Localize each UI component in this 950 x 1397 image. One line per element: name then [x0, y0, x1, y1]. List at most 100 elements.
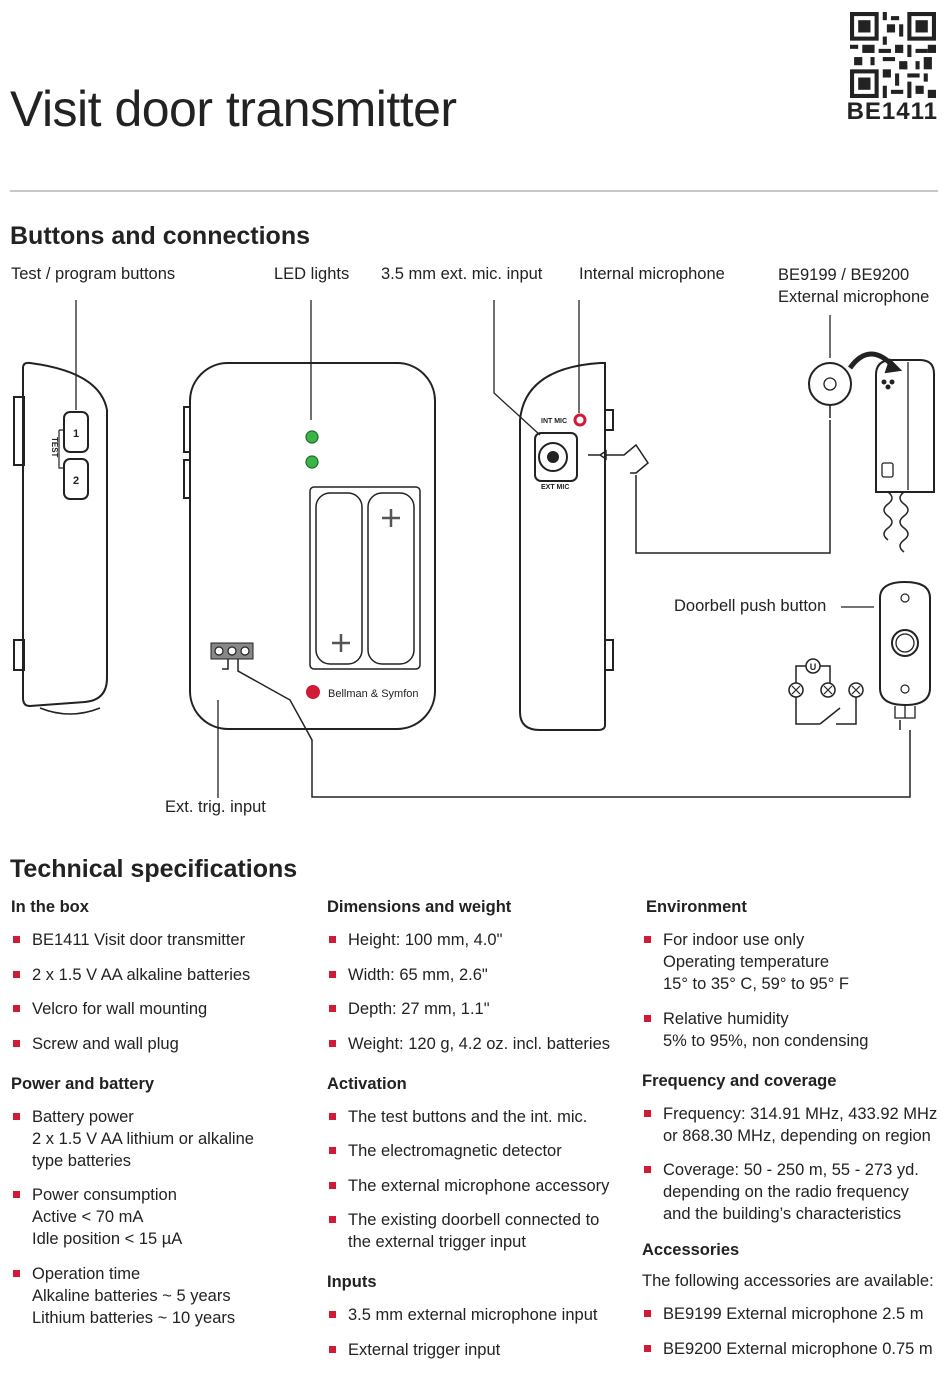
spec-line: Operating temperature — [663, 953, 830, 971]
spec-line: Depth: 27 mm, 1.1" — [348, 1000, 490, 1018]
spec-item: Frequency: 314.91 MHz, 433.92 MHz or 868.… — [642, 1103, 942, 1147]
doorbell-circuit — [788, 658, 864, 725]
right-side-view — [519, 362, 831, 731]
buttons-heading: Buttons and connections — [10, 222, 310, 250]
button-2-mark: 2 — [73, 475, 79, 487]
spec-line: Operation time — [32, 1264, 141, 1283]
frequency-list: Frequency: 314.91 MHz, 433.92 MHz or 868.… — [642, 1103, 942, 1226]
spec-line: 3.5 mm external microphone input — [348, 1306, 598, 1324]
brand-mark: Bellman & Symfon — [328, 688, 418, 700]
spec-line: The electromagnetic detector — [348, 1142, 562, 1160]
accessories-title: Accessories — [642, 1241, 740, 1259]
device-diagram: 1 2 TEST Bellman & Symfon INT MIC EXT MI… — [13, 300, 935, 798]
qr-code — [850, 12, 936, 98]
spec-item: 2 x 1.5 V AA alkaline batteries — [11, 964, 311, 986]
spec-line: type batteries — [32, 1151, 132, 1170]
activation-title: Activation — [327, 1074, 407, 1093]
spec-line: Height: 100 mm, 4.0" — [348, 931, 503, 949]
ext-mic-mark: EXT MIC — [541, 484, 569, 491]
spec-line: 2 x 1.5 V AA alkaline batteries — [32, 965, 251, 984]
power-list: Battery power 2 x 1.5 V AA lithium or alk… — [11, 1106, 311, 1329]
spec-line: the external trigger input — [348, 1233, 526, 1251]
inputs-title: Inputs — [327, 1273, 377, 1291]
label-doorbell: Doorbell push button — [674, 597, 827, 615]
frequency-title: Frequency and coverage — [642, 1071, 837, 1090]
spec-item: The existing doorbell connected to the ex… — [327, 1209, 627, 1253]
spec-line: and the building’s characteristics — [663, 1205, 902, 1223]
label-test-program: Test / program buttons — [11, 265, 176, 283]
spec-item: Depth: 27 mm, 1.1" — [327, 998, 627, 1020]
header-divider — [10, 190, 938, 192]
spec-item: BE1411 Visit door transmitter — [11, 929, 311, 951]
spec-item: The electromagnetic detector — [327, 1140, 627, 1162]
spec-line: The test buttons and the int. mic. — [348, 1107, 588, 1126]
spec-line: Power consumption — [32, 1186, 177, 1204]
int-mic-mark: INT MIC — [541, 418, 567, 425]
spec-line: 2 x 1.5 V AA lithium or alkaline — [32, 1129, 254, 1148]
specs-col-1: In the box BE1411 Visit door transmitter… — [11, 898, 311, 1343]
spec-item: BE9199 External microphone 2.5 m — [642, 1303, 942, 1325]
spec-line: External trigger input — [348, 1340, 501, 1359]
spec-line: Weight: 120 g, 4.2 oz. incl. batteries — [348, 1034, 611, 1053]
spec-line: Coverage: 50 - 250 m, 55 - 273 yd. — [663, 1161, 919, 1179]
specs-col-2: Dimensions and weight Height: 100 mm, 4.… — [327, 898, 627, 1375]
spec-line: or 868.30 MHz, depending on region — [663, 1126, 931, 1145]
spec-line: The external microphone accessory — [348, 1176, 610, 1195]
spec-line: Screw and wall plug — [32, 1034, 179, 1053]
specs-heading: Technical specifications — [10, 855, 298, 883]
label-external-mic-model: BE9199 / BE9200 — [778, 266, 910, 284]
spec-line: BE1411 Visit door transmitter — [32, 931, 246, 949]
label-led-lights: LED lights — [274, 265, 350, 283]
spec-line: Active < 70 mA — [32, 1208, 144, 1226]
page-title: Visit door transmitter — [10, 81, 457, 137]
power-title: Power and battery — [11, 1074, 155, 1093]
left-side-view — [13, 361, 108, 715]
test-mark: TEST — [50, 437, 59, 458]
spec-item: Weight: 120 g, 4.2 oz. incl. batteries — [327, 1033, 627, 1055]
spec-line: BE9199 External microphone 2.5 m — [663, 1305, 924, 1323]
spec-item: The test buttons and the int. mic. — [327, 1106, 627, 1128]
doorbell-button-drawing — [879, 580, 931, 719]
label-ext-mic-input: 3.5 mm ext. mic. input — [381, 265, 543, 283]
spec-line: depending on the radio frequency — [663, 1183, 909, 1201]
spec-item: Relative humidity 5% to 95%, non condensi… — [642, 1008, 942, 1052]
spec-item: Screw and wall plug — [11, 1033, 311, 1055]
spec-line: The existing doorbell connected to — [348, 1211, 600, 1229]
spec-item: Velcro for wall mounting — [11, 998, 311, 1020]
spec-line: Velcro for wall mounting — [32, 1000, 208, 1018]
spec-line: Frequency: 314.91 MHz, 433.92 MHz — [663, 1104, 938, 1123]
button-1-mark: 1 — [73, 428, 79, 440]
spec-line: 15° to 35° C, 59° to 95° F — [663, 975, 849, 993]
led-2 — [305, 455, 319, 469]
spec-line: 5% to 95%, non condensing — [663, 1031, 869, 1050]
activation-list: The test buttons and the int. mic. The el… — [327, 1106, 627, 1254]
spec-item: Height: 100 mm, 4.0" — [327, 929, 627, 951]
spec-line: Lithium batteries ~ 10 years — [32, 1308, 236, 1327]
spec-line: Alkaline batteries ~ 5 years — [32, 1286, 231, 1305]
external-microphone — [808, 351, 935, 553]
spec-item: The external microphone accessory — [327, 1175, 627, 1197]
label-ext-trig: Ext. trig. input — [165, 798, 266, 816]
dimensions-title: Dimensions and weight — [327, 898, 512, 916]
product-code: BE1411 — [846, 98, 938, 125]
label-internal-mic: Internal microphone — [579, 265, 725, 283]
spec-line: Battery power — [32, 1107, 134, 1126]
spec-item: Coverage: 50 - 250 m, 55 - 273 yd. depend… — [642, 1159, 942, 1225]
spec-item: BE9200 External microphone 0.75 m — [642, 1338, 942, 1360]
led-1 — [305, 430, 319, 444]
dimensions-list: Height: 100 mm, 4.0" Width: 65 mm, 2.6" De… — [327, 929, 627, 1055]
environment-title: Environment — [646, 898, 747, 916]
spec-line: BE9200 External microphone 0.75 m — [663, 1339, 933, 1358]
spec-line: Relative humidity — [663, 1009, 789, 1028]
spec-item: Width: 65 mm, 2.6" — [327, 964, 627, 986]
in-the-box-list: BE1411 Visit door transmitter 2 x 1.5 V A… — [11, 929, 311, 1055]
label-external-mic: External microphone — [778, 288, 930, 306]
spec-item: 3.5 mm external microphone input — [327, 1304, 627, 1326]
spec-line: Width: 65 mm, 2.6" — [348, 965, 488, 984]
accessories-list: BE9199 External microphone 2.5 m BE9200 E… — [642, 1303, 942, 1360]
